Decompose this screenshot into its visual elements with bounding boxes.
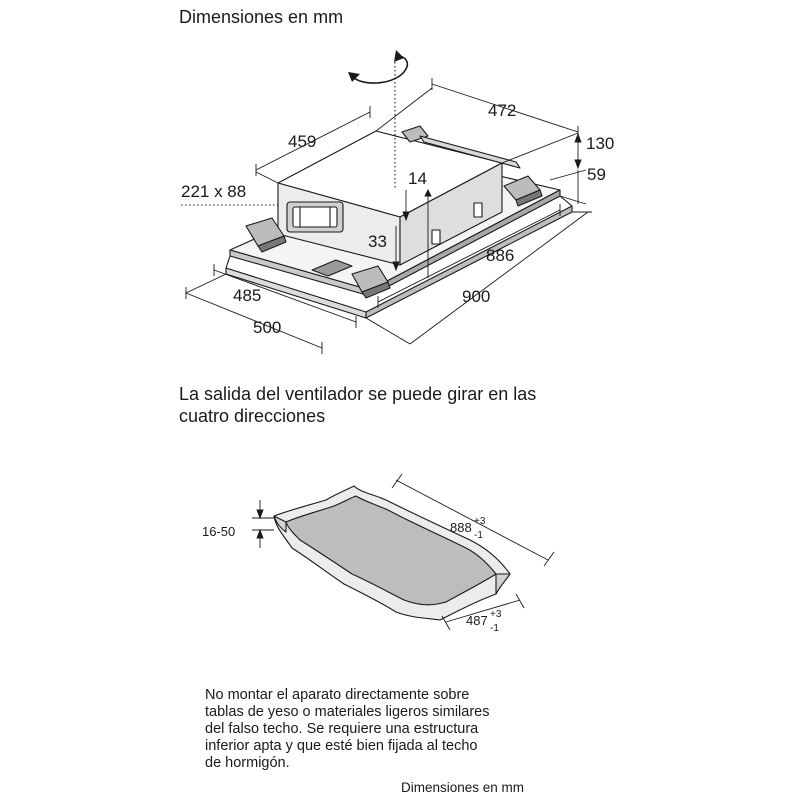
dim-59: 59 xyxy=(587,165,606,184)
dim-cutout-width: 487 xyxy=(466,613,488,628)
ceiling-cutout-drawing: 16-50 888 +3 -1 487 +3 -1 xyxy=(202,473,555,634)
mounting-bracket-right xyxy=(503,175,543,207)
dim-cutout-length: 888 xyxy=(450,520,472,535)
mounting-bracket-front xyxy=(351,265,391,299)
hood-dimension-drawing: 472 459 130 59 14 221 x 88 33 886 485 90… xyxy=(181,50,614,354)
top-title: Dimensiones en mm xyxy=(179,7,344,27)
dim-cutout-length-tol-minus: -1 xyxy=(474,530,483,541)
dim-900: 900 xyxy=(462,287,490,306)
dim-459: 459 xyxy=(288,132,316,151)
dim-cutout-length-tol-plus: +3 xyxy=(474,516,486,527)
rotation-caption-line1: La salida del ventilador se puede girar … xyxy=(179,384,537,404)
dim-130: 130 xyxy=(586,134,614,153)
dim-221x88: 221 x 88 xyxy=(181,182,246,201)
dim-14: 14 xyxy=(408,169,427,188)
dim-thickness: 16-50 xyxy=(202,524,235,539)
rotation-arrow-icon xyxy=(348,50,409,84)
dim-886: 886 xyxy=(486,246,514,265)
fan-box-side xyxy=(399,162,503,266)
dim-472: 472 xyxy=(488,101,516,120)
rotation-caption-line2: cuatro direcciones xyxy=(179,406,326,426)
footer-units: Dimensiones en mm xyxy=(401,780,525,795)
mounting-bracket-left xyxy=(245,217,287,253)
installation-note: No montar el aparato directamente sobre … xyxy=(205,687,490,771)
control-panel xyxy=(311,259,353,277)
cutout-opening xyxy=(285,495,497,606)
dim-500: 500 xyxy=(253,318,281,337)
dim-cutout-width-tol-plus: +3 xyxy=(490,609,502,620)
dim-33: 33 xyxy=(368,232,387,251)
dim-cutout-width-tol-minus: -1 xyxy=(490,623,499,634)
dim-485: 485 xyxy=(233,286,261,305)
